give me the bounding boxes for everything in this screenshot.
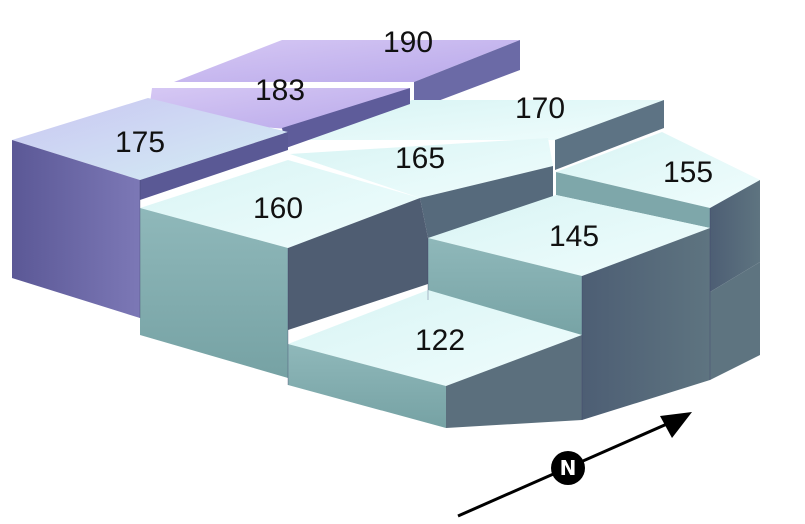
block-155-lower-right	[710, 262, 760, 380]
block-160-label: 160	[253, 192, 303, 225]
block-170-right	[555, 100, 664, 170]
block-190-front	[414, 40, 520, 110]
north-arrow-icon: N	[457, 412, 692, 518]
block-155-label: 155	[663, 156, 713, 189]
block-122-top	[288, 290, 582, 386]
block-145-right	[582, 228, 710, 420]
block-175-label: 175	[115, 126, 165, 159]
block-175-top	[12, 98, 288, 180]
block-175-left-wall	[12, 140, 140, 318]
block-145-front	[428, 238, 582, 340]
block-165-top	[290, 138, 553, 198]
block-122-front	[288, 344, 446, 428]
block-165-label: 165	[395, 142, 445, 175]
block-160-top	[140, 160, 420, 248]
block-165-right	[420, 166, 553, 238]
block-190-label: 190	[383, 26, 433, 59]
block-122-label: 122	[415, 324, 465, 357]
block-170-label: 170	[515, 92, 565, 125]
block-145-top	[428, 195, 710, 276]
block-190-top	[174, 40, 520, 82]
block-183-front	[282, 88, 410, 148]
block-155-top	[556, 132, 760, 208]
block-145-label: 145	[549, 220, 599, 253]
block-122-right	[446, 335, 582, 428]
north-label: N	[560, 456, 577, 480]
block-160-right	[288, 198, 428, 330]
block-175-right-wall	[140, 132, 288, 200]
block-155-right	[710, 180, 760, 292]
block-160-front	[140, 208, 288, 378]
block-183-label: 183	[255, 74, 305, 107]
block-155-front	[556, 172, 710, 228]
